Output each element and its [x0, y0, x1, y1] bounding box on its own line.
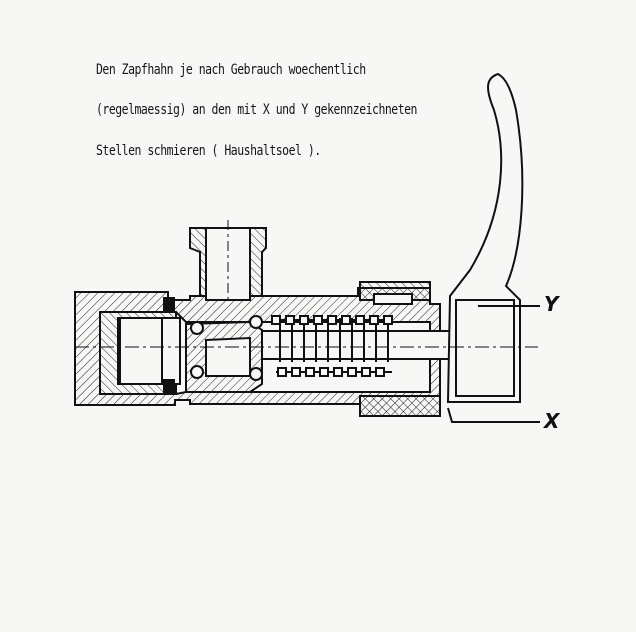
spring-coil-sections — [271, 315, 393, 377]
label-x: X — [544, 409, 560, 433]
inlet-fitting — [99, 311, 181, 395]
gland-nut — [359, 281, 441, 417]
lever-handle — [446, 72, 524, 403]
o-rings — [163, 297, 263, 393]
instruction-line-3: Stellen schmieren ( Haushaltsoel ). — [96, 143, 321, 159]
instruction-line-1: Den Zapfhahn je nach Gebrauch woechentli… — [96, 62, 366, 78]
instruction-line-2: (regelmaessig) an den mit X und Y gekenn… — [96, 102, 417, 118]
label-y: Y — [544, 292, 559, 316]
leader-line-x — [447, 407, 540, 423]
